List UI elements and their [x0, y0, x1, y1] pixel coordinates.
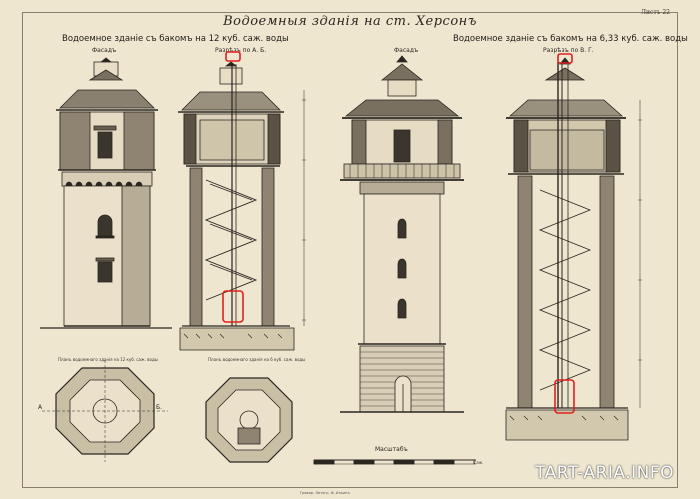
section-vg-label: Разрѣзъ по В. Г.: [543, 47, 594, 54]
sheet-border: [22, 12, 678, 488]
plan-left-caption: Планъ водоемнаго зданія на 12 куб. саж. …: [58, 357, 158, 362]
watermark: TART-ARIA.INFO: [535, 463, 674, 483]
plan-mid-octagon: [205, 377, 293, 463]
sheet-number: Листъ 22: [640, 9, 670, 16]
right-facade-tower: [340, 55, 464, 413]
section-vg-drawing: [505, 57, 642, 441]
scale-label: Масштабъ: [375, 446, 408, 453]
highlight-markers-left: [222, 51, 244, 323]
plan-point-a: А: [38, 404, 43, 411]
facade-left-label: Фасадъ: [92, 47, 117, 54]
right-group-title: Водоемное зданіе съ бакомъ на 6,33 куб. …: [453, 34, 688, 44]
plan-mid-caption: Планъ водоемнаго зданія на 6 куб. саж. в…: [208, 357, 306, 362]
scale-unit: саж.: [474, 460, 484, 465]
left-facade-tower: [40, 57, 172, 329]
plan-point-b: Б.: [156, 404, 163, 411]
plan-left-octagon: [42, 360, 168, 462]
highlight-markers-right: [554, 53, 575, 414]
section-ab-drawing: [178, 61, 306, 351]
scale-bar: [313, 459, 476, 465]
section-ab-label: Разрѣзъ по А. Б.: [215, 47, 267, 54]
printer-imprint: Гравир. Литогр. Ф. Ильинъ: [300, 491, 350, 495]
left-group-title: Водоемное зданіе съ бакомъ на 12 куб. са…: [62, 34, 289, 44]
sheet-title: Водоемныя зданія на ст. Херсонъ: [223, 14, 477, 29]
facade-right-label: Фасадъ: [394, 47, 419, 54]
